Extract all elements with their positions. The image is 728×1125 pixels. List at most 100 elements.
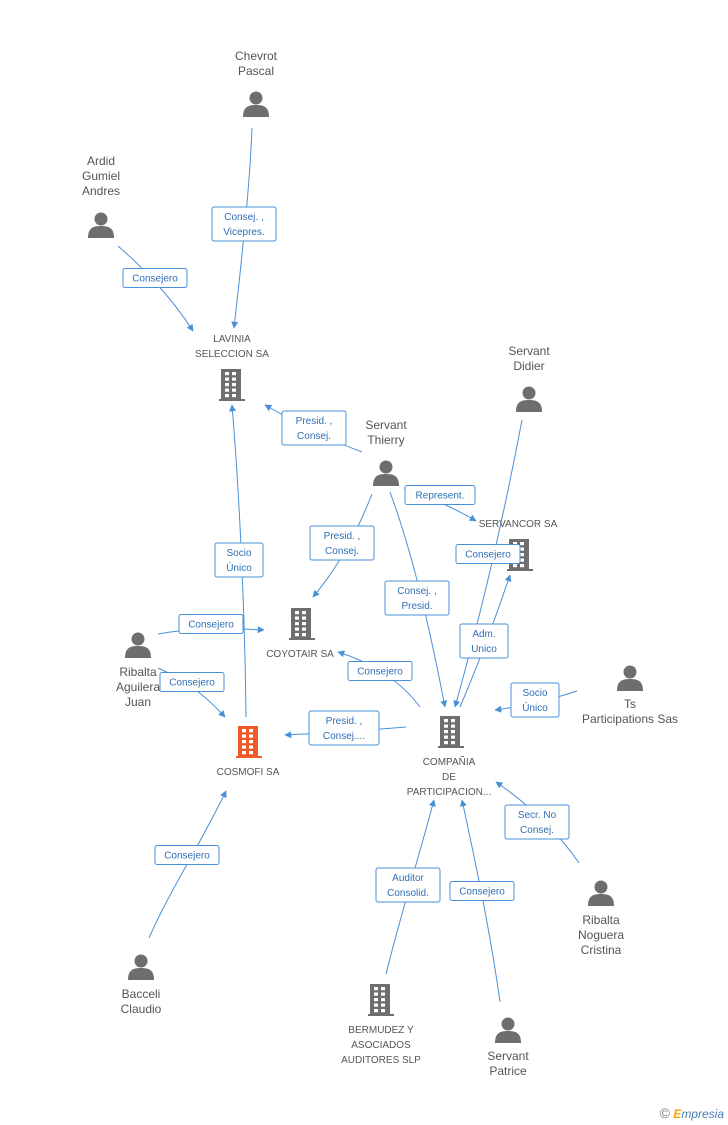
building-window [302, 611, 306, 615]
company-node-cosmofi[interactable]: COSMOFI SA [217, 726, 280, 778]
building-window [225, 372, 229, 376]
edge-label-text: Consejero [164, 851, 210, 862]
edge-label-box [154, 845, 220, 865]
edge-label-thierry_compania[interactable]: Consej. ,Presid. [384, 580, 450, 616]
edge-label-chevrot_lavinia[interactable]: Consej. ,Vicepres. [211, 206, 277, 242]
building-window [374, 1003, 378, 1007]
building-window [295, 627, 299, 631]
building-window [232, 388, 236, 392]
building-icon [219, 369, 245, 401]
building-window [302, 633, 306, 637]
building-window [374, 992, 378, 996]
edge-label-text: Consejero [188, 620, 234, 631]
person-icon-body [588, 894, 614, 906]
company-label: BERMUDEZ Y [348, 1025, 414, 1036]
building-window [381, 992, 385, 996]
person-label: Cristina [581, 943, 622, 957]
edge-label-juan_coyotair[interactable]: Consejero [178, 614, 244, 634]
edge-label-text: Único [226, 561, 252, 574]
company-node-compania[interactable]: COMPAÑIADEPARTICIPACION... [407, 716, 491, 798]
building-icon-body [238, 726, 258, 758]
edge-label-text: Secr. No [518, 810, 557, 821]
building-window [242, 734, 246, 738]
edge-label-box [308, 710, 380, 746]
person-icon-body [373, 474, 399, 486]
edge-label-bacceli_cosmofi[interactable]: Consejero [154, 845, 220, 865]
edge-label-box [214, 542, 264, 578]
edge-label-text: Presid. , [326, 716, 363, 727]
empresia-watermark: © Empresia [660, 1105, 724, 1121]
building-window [520, 558, 524, 562]
brand-logo-text: mpresia [681, 1107, 724, 1121]
edge-label-thierry_lavinia[interactable]: Presid. ,Consej. [281, 410, 347, 446]
person-icon-body [128, 968, 154, 980]
person-label: Didier [513, 359, 544, 373]
building-window [232, 383, 236, 387]
person-label: Noguera [578, 928, 624, 942]
person-icon [495, 1017, 521, 1043]
edge-label-juan_cosmofi[interactable]: Consejero [159, 672, 225, 692]
building-icon-body [221, 369, 241, 401]
building-icon-body [370, 984, 390, 1016]
company-node-coyotair[interactable]: COYOTAIR SA [266, 608, 334, 660]
person-label: Gumiel [82, 169, 120, 183]
edge-label-text: Consejero [169, 678, 215, 689]
edge-label-didier_compania[interactable]: Consejero [455, 544, 521, 564]
person-icon-head [501, 1017, 515, 1031]
company-label: AUDITORES SLP [341, 1055, 421, 1066]
edge-label-box [309, 525, 375, 561]
person-icon-body [516, 400, 542, 412]
edge-line-bacceli_cosmofi [148, 790, 227, 939]
edge-label-box [504, 804, 570, 840]
edge-label-text: Único [522, 701, 548, 714]
person-label: Andres [82, 184, 120, 198]
building-window [520, 564, 524, 568]
person-label: Chevrot [235, 49, 278, 63]
building-window [513, 542, 517, 546]
building-window [232, 394, 236, 398]
building-window [381, 1003, 385, 1007]
copyright-symbol: © [659, 1105, 670, 1121]
edge-label-ardid_lavinia[interactable]: Consejero [122, 268, 188, 288]
building-window [249, 745, 253, 749]
edge-label-patrice_compania[interactable]: Consejero [449, 881, 515, 901]
building-window [302, 622, 306, 626]
person-label: Servant [487, 1049, 529, 1063]
edge-label-thierry_servancor[interactable]: Represent. [404, 485, 476, 505]
person-label: Ardid [87, 154, 115, 168]
edge-label-thierry_coyotair[interactable]: Presid. ,Consej. [309, 525, 375, 561]
edge-label-compania_coyotair[interactable]: Consejero [347, 661, 413, 681]
edge-label-text: Consejero [357, 667, 403, 678]
edge-label-text: Consejero [459, 887, 505, 898]
person-icon [88, 212, 114, 238]
person-icon [373, 460, 399, 486]
building-window [225, 383, 229, 387]
building-icon-base [236, 756, 262, 758]
building-window [225, 377, 229, 381]
company-label: PARTICIPACION... [407, 787, 491, 798]
person-label: Ribalta [119, 665, 157, 679]
building-icon-body [291, 608, 311, 640]
person-icon [588, 880, 614, 906]
company-label: COMPAÑIA [423, 755, 476, 768]
building-window [444, 735, 448, 739]
edge-label-compania_servancor[interactable]: Adm.Unico [459, 623, 509, 659]
edge-label-compania_cosmofi[interactable]: Presid. ,Consej.... [308, 710, 380, 746]
building-icon-base [507, 569, 533, 571]
